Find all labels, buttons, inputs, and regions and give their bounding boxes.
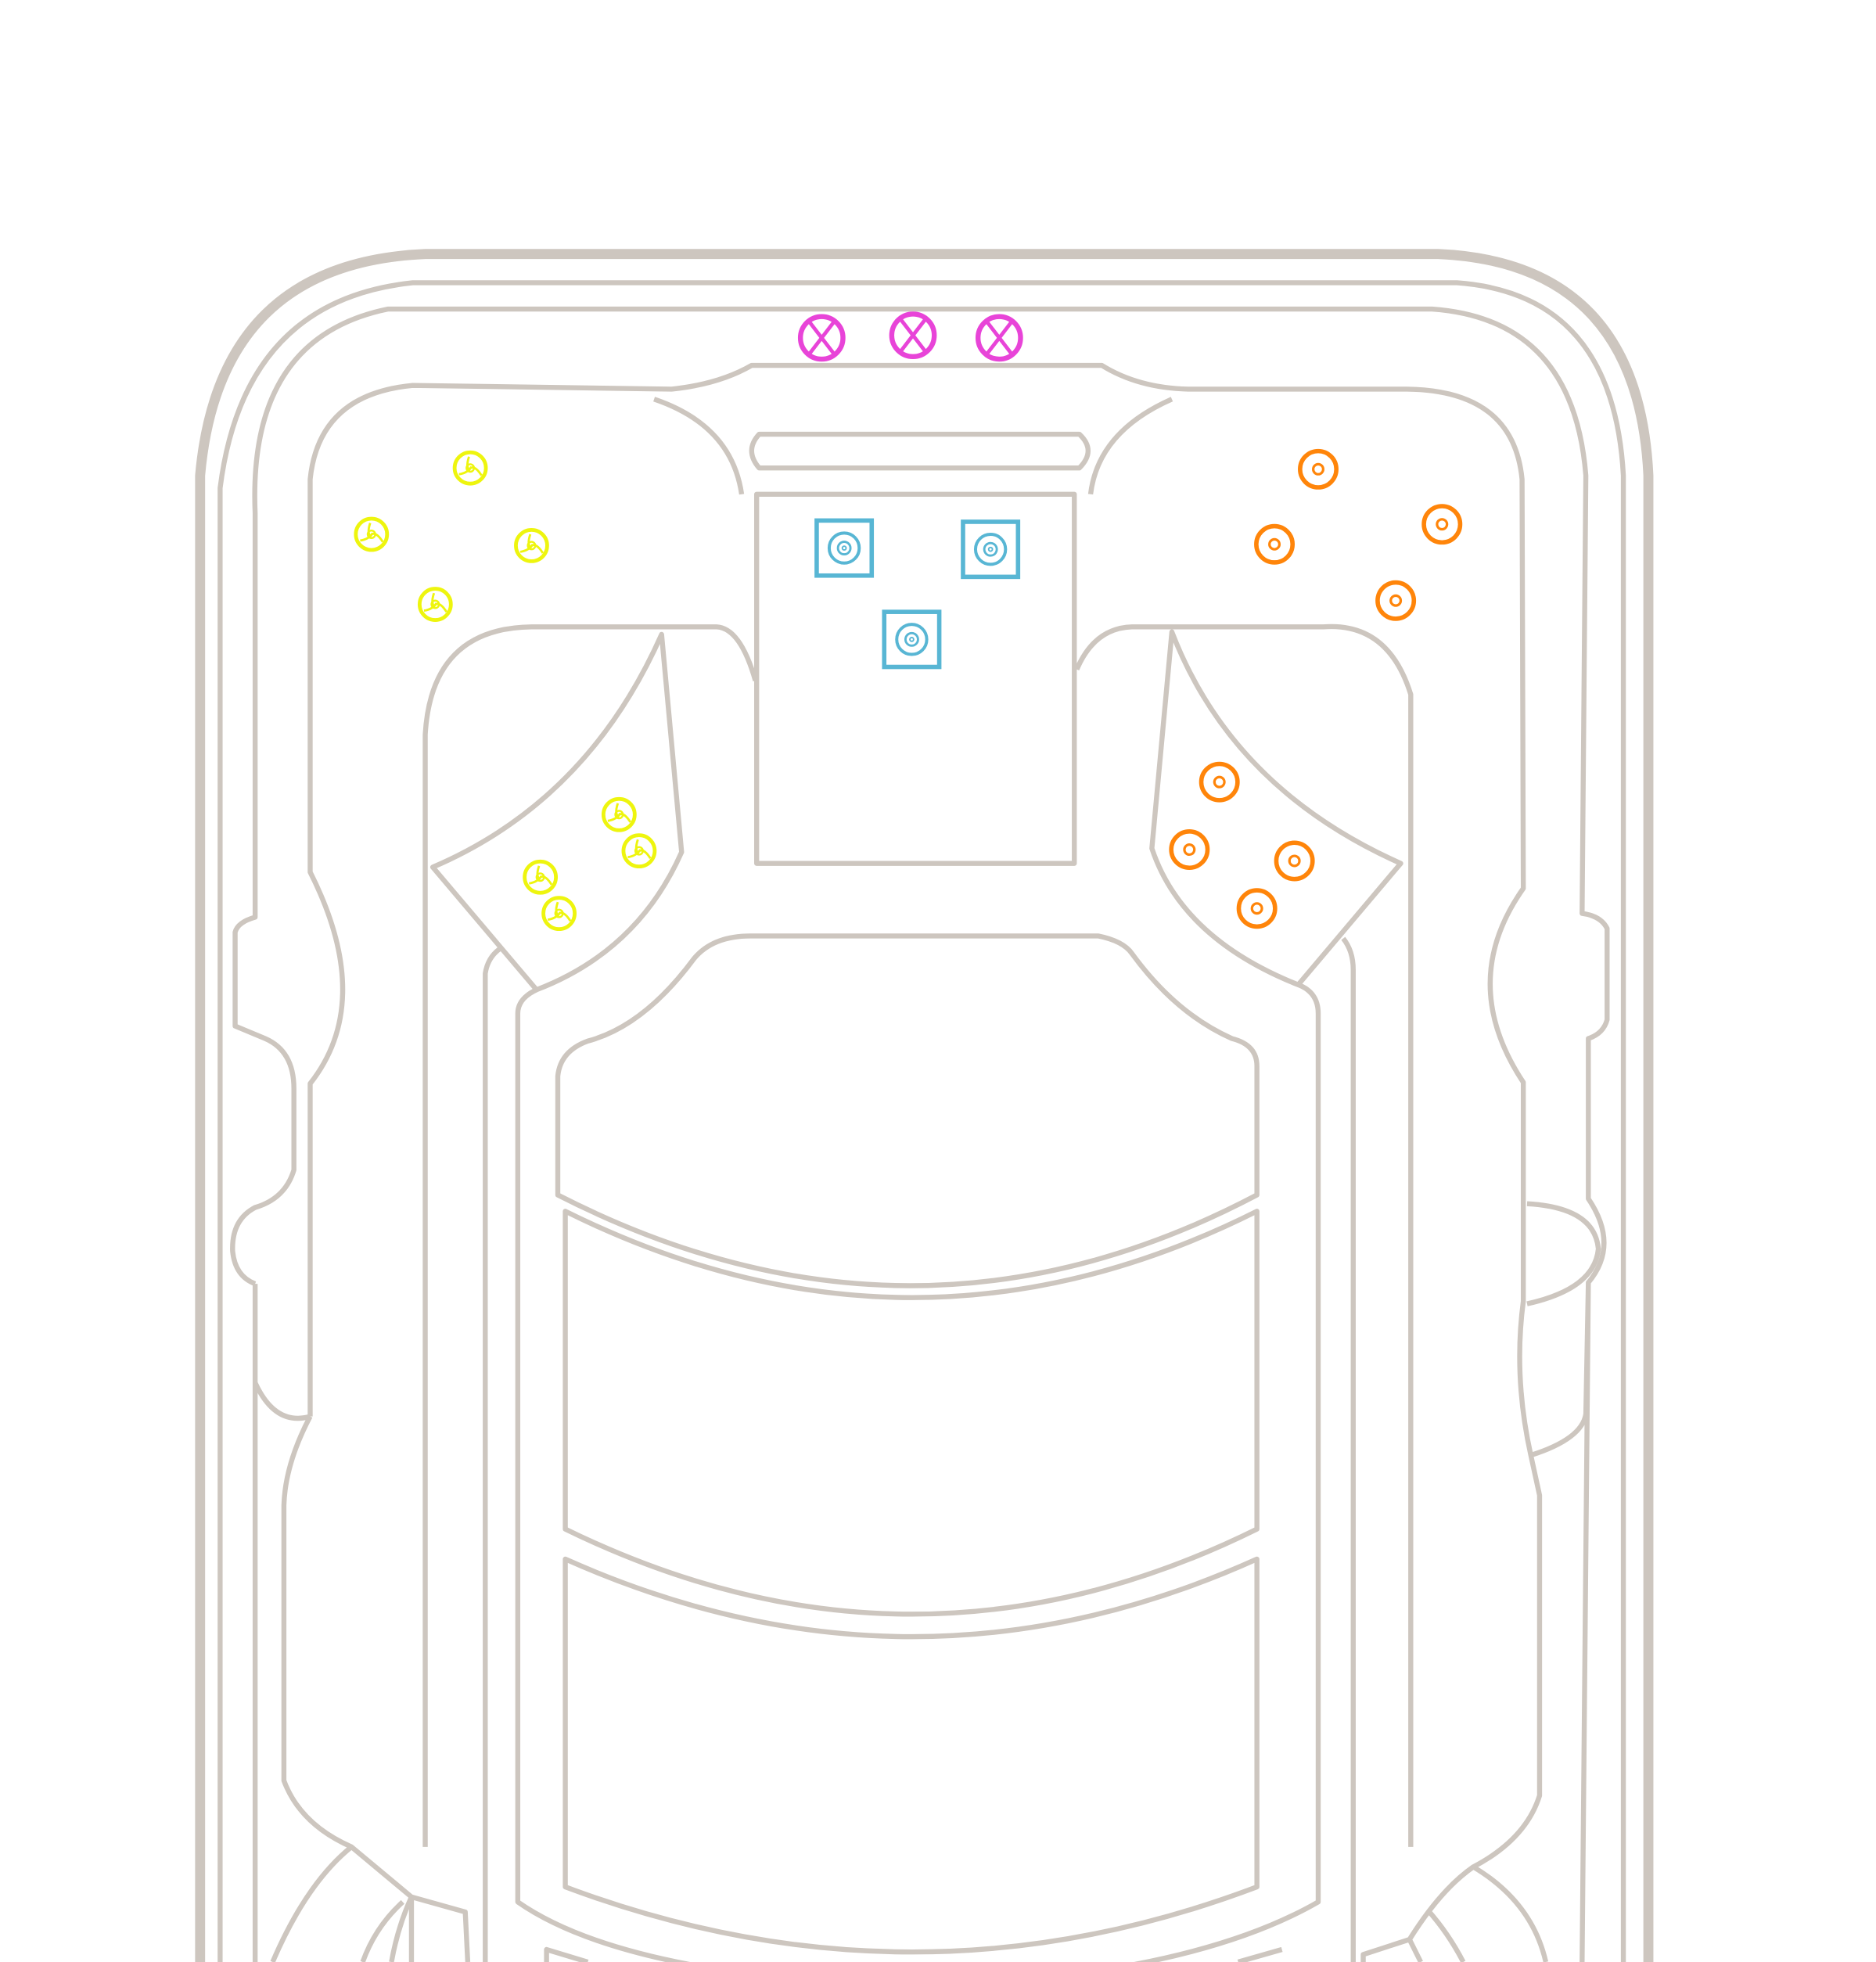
- right-lower-wall: [1360, 1864, 1475, 1962]
- swirl-jet-icon: [601, 796, 637, 832]
- center-seat: [753, 491, 1077, 866]
- circle-x-icon: [975, 314, 1023, 362]
- ring-jet-icon: [1236, 888, 1278, 929]
- left-lounger: [429, 631, 685, 993]
- swirl-jet-icon: [417, 587, 453, 622]
- blue-square-jets: [814, 518, 1021, 670]
- magenta-x-jets: [797, 311, 1023, 362]
- right-lounger: [1149, 629, 1403, 987]
- swirl-jet-icon: [452, 450, 488, 486]
- ring-jet-icon: [1421, 504, 1463, 545]
- square-target-icon: [961, 519, 1021, 580]
- outer-shell: [195, 249, 1654, 1962]
- swirl-jet-icon: [541, 896, 577, 932]
- left-lower-wall: [270, 1415, 471, 1962]
- shell-rim: [217, 280, 1626, 1962]
- swirl-jet-icon: [621, 833, 657, 869]
- yellow-swirl-jets: [354, 450, 657, 932]
- headrest-curves: [653, 397, 1173, 495]
- footwell: [555, 933, 1260, 1288]
- swirl-jet-icon: [514, 527, 549, 563]
- jets: [354, 311, 1463, 932]
- ring-jet-icon: [1169, 829, 1210, 871]
- ring-jet-icon: [1199, 761, 1240, 803]
- ring-jet-icon: [1298, 448, 1339, 490]
- tub-outline: [195, 249, 1654, 1962]
- pillow-handle: [749, 431, 1091, 471]
- square-target-icon: [814, 518, 875, 578]
- bottom-step: [544, 1946, 1283, 1962]
- deck-edge: [230, 306, 1610, 1962]
- circle-x-icon: [889, 311, 937, 360]
- circle-x-icon: [797, 314, 846, 362]
- square-target-icon: [882, 609, 942, 670]
- ring-jet-icon: [1254, 523, 1296, 565]
- ring-jet-icon: [1375, 580, 1417, 621]
- orange-ring-jets: [1169, 448, 1463, 929]
- inner-bench: [483, 936, 1356, 1962]
- floor-panel-2: [562, 1556, 1260, 1955]
- inner-left-wall: [422, 624, 758, 1847]
- swirl-jet-icon: [354, 516, 390, 552]
- right-side-seat: [1526, 1201, 1601, 1306]
- ring-jet-icon: [1274, 840, 1315, 882]
- footwell-wall: [307, 362, 1549, 1962]
- swirl-jet-icon: [523, 859, 559, 895]
- inner-right-wall: [1074, 623, 1414, 1847]
- floor-panel-1: [562, 1209, 1260, 1617]
